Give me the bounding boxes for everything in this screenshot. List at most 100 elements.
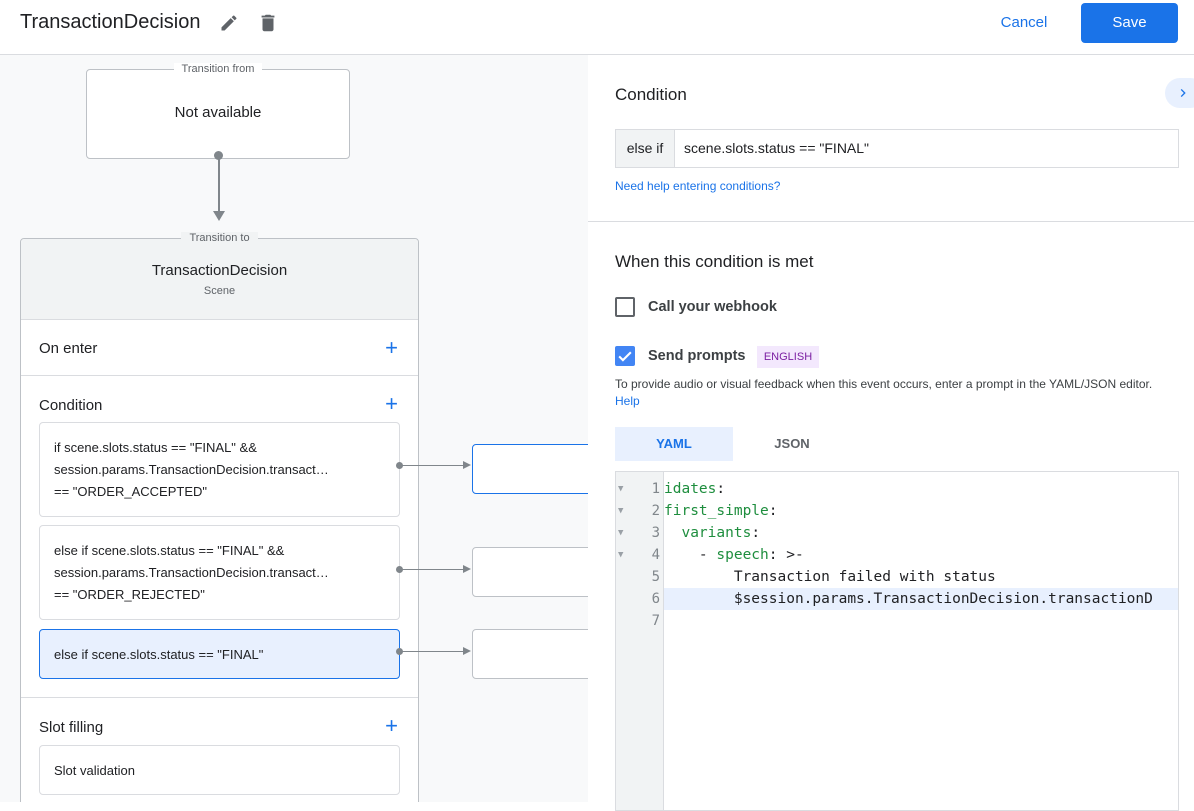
- header-bar: TransactionDecision Cancel Save: [0, 0, 1194, 55]
- save-button[interactable]: Save: [1081, 3, 1178, 43]
- code-line: idates:: [664, 478, 1178, 500]
- code-token: :: [768, 503, 778, 519]
- tab-yaml[interactable]: YAML: [615, 427, 733, 461]
- connector-arrow: [396, 461, 471, 469]
- slot-filling-section: Slot filling + Slot validation: [21, 698, 418, 802]
- collapse-panel-button[interactable]: [1165, 78, 1194, 108]
- condition-card-1[interactable]: if scene.slots.status == "FINAL" && sess…: [39, 422, 400, 517]
- condition-text: session.params.TransactionDecision.trans…: [54, 565, 329, 580]
- prompts-checkbox[interactable]: [615, 346, 635, 366]
- yaml-editor[interactable]: idates:first_simple: variants: - speech:…: [615, 471, 1179, 811]
- code-token: speech: [716, 547, 769, 563]
- code-token: :: [716, 481, 726, 497]
- transition-target-2[interactable]: [472, 547, 588, 597]
- code-line: Transaction failed with status: [664, 566, 1178, 588]
- condition-text: if scene.slots.status == "FINAL" &&: [54, 440, 257, 455]
- condition-input-group: else if scene.slots.status == "FINAL": [615, 129, 1179, 168]
- condition-panel: Condition else if scene.slots.status == …: [588, 55, 1194, 811]
- line-number: 7: [651, 613, 660, 629]
- code-token: Transaction failed with status: [733, 569, 996, 585]
- helper-text-block: To provide audio or visual feedback when…: [615, 376, 1175, 410]
- on-enter-label: On enter: [39, 340, 98, 357]
- on-enter-section: On enter +: [21, 320, 418, 376]
- arrow-down-icon: [213, 211, 225, 221]
- code-token: -: [664, 547, 717, 563]
- scene-name: TransactionDecision: [151, 262, 288, 279]
- cancel-button[interactable]: Cancel: [1000, 14, 1048, 31]
- slot-filling-label: Slot filling: [39, 719, 104, 736]
- add-condition-plus-icon[interactable]: +: [385, 391, 398, 416]
- code-token: : >-: [768, 547, 804, 563]
- help-link[interactable]: Help: [615, 394, 640, 408]
- code-line: variants:: [664, 522, 1178, 544]
- condition-text: == "ORDER_REJECTED": [54, 587, 205, 602]
- fold-arrow-icon[interactable]: ▼: [618, 550, 624, 560]
- transition-target-1[interactable]: [472, 444, 588, 494]
- page-title: TransactionDecision: [20, 11, 201, 33]
- code-token: [664, 525, 681, 541]
- condition-text: == "ORDER_ACCEPTED": [54, 484, 207, 499]
- code-token: first_simple: [664, 503, 769, 519]
- chevron-right-icon: [1180, 89, 1186, 97]
- condition-title: Condition: [615, 85, 687, 104]
- code-line: first_simple:: [664, 500, 1178, 522]
- line-number: 4: [651, 547, 660, 563]
- connector-arrow: [396, 565, 471, 573]
- condition-text: session.params.TransactionDecision.trans…: [54, 462, 329, 477]
- condition-label: Condition: [39, 397, 103, 414]
- add-on-enter-plus-icon[interactable]: +: [385, 335, 398, 360]
- connector-line: [218, 159, 220, 211]
- condition-card-2[interactable]: else if scene.slots.status == "FINAL" &&…: [39, 525, 400, 620]
- code-line: [664, 610, 1178, 632]
- condition-card-3-selected[interactable]: else if scene.slots.status == "FINAL": [39, 629, 400, 679]
- code-token: [664, 569, 734, 585]
- fold-arrow-icon[interactable]: ▼: [618, 484, 624, 494]
- language-badge: ENGLISH: [757, 346, 819, 368]
- help-conditions-link[interactable]: Need help entering conditions?: [615, 179, 781, 193]
- met-title: When this condition is met: [615, 252, 814, 271]
- scene-type: Scene: [203, 285, 236, 297]
- transition-from-value: Not available: [174, 104, 262, 121]
- scene-header[interactable]: Transition to TransactionDecision Scene: [21, 232, 418, 320]
- add-slot-plus-icon[interactable]: +: [385, 713, 398, 738]
- line-number: 6: [651, 591, 660, 607]
- connector-arrow: [396, 647, 471, 655]
- line-number: 5: [651, 569, 660, 585]
- transition-target-3[interactable]: [472, 629, 588, 679]
- transition-from-box: Transition from Not available: [86, 63, 350, 159]
- tab-json[interactable]: JSON: [774, 436, 810, 451]
- condition-prefix: else if: [616, 130, 675, 167]
- trash-icon[interactable]: [257, 11, 279, 35]
- scene-box: Transition to TransactionDecision Scene …: [20, 232, 419, 802]
- slot-validation-card[interactable]: Slot validation: [39, 745, 400, 795]
- editor-gutter: [616, 472, 664, 810]
- line-number: 3: [651, 525, 660, 541]
- flow-canvas: Transition from Not available Transition…: [0, 55, 588, 802]
- transition-from-legend: Transition from: [173, 63, 263, 75]
- line-number: 1: [651, 481, 660, 497]
- checkmark-icon: [618, 351, 632, 362]
- divider: [588, 221, 1194, 222]
- code-token: variants: [681, 525, 752, 541]
- helper-text: To provide audio or visual feedback when…: [615, 377, 1153, 391]
- code-line: - speech: >-: [664, 544, 1178, 566]
- webhook-label: Call your webhook: [648, 299, 777, 315]
- condition-section: Condition + if scene.slots.status == "FI…: [21, 376, 418, 698]
- transition-to-legend: Transition to: [181, 232, 258, 244]
- code-token: idates: [664, 481, 717, 497]
- code-token: :: [751, 525, 761, 541]
- code-line: $session.params.TransactionDecision.tran…: [664, 588, 1178, 610]
- fold-arrow-icon[interactable]: ▼: [618, 528, 624, 538]
- connector-dot: [214, 151, 223, 160]
- prompts-label: Send prompts: [648, 348, 746, 364]
- code-area[interactable]: idates:first_simple: variants: - speech:…: [664, 478, 1178, 678]
- fold-arrow-icon[interactable]: ▼: [618, 506, 624, 516]
- webhook-checkbox[interactable]: [615, 297, 635, 317]
- code-token: $session.params.TransactionDecision.tran…: [733, 591, 1153, 607]
- slot-validation-label: Slot validation: [54, 763, 135, 778]
- condition-text: else if scene.slots.status == "FINAL" &&: [54, 543, 285, 558]
- condition-input[interactable]: scene.slots.status == "FINAL": [684, 140, 870, 156]
- condition-text: else if scene.slots.status == "FINAL": [54, 647, 264, 662]
- edit-pencil-icon[interactable]: [219, 13, 239, 33]
